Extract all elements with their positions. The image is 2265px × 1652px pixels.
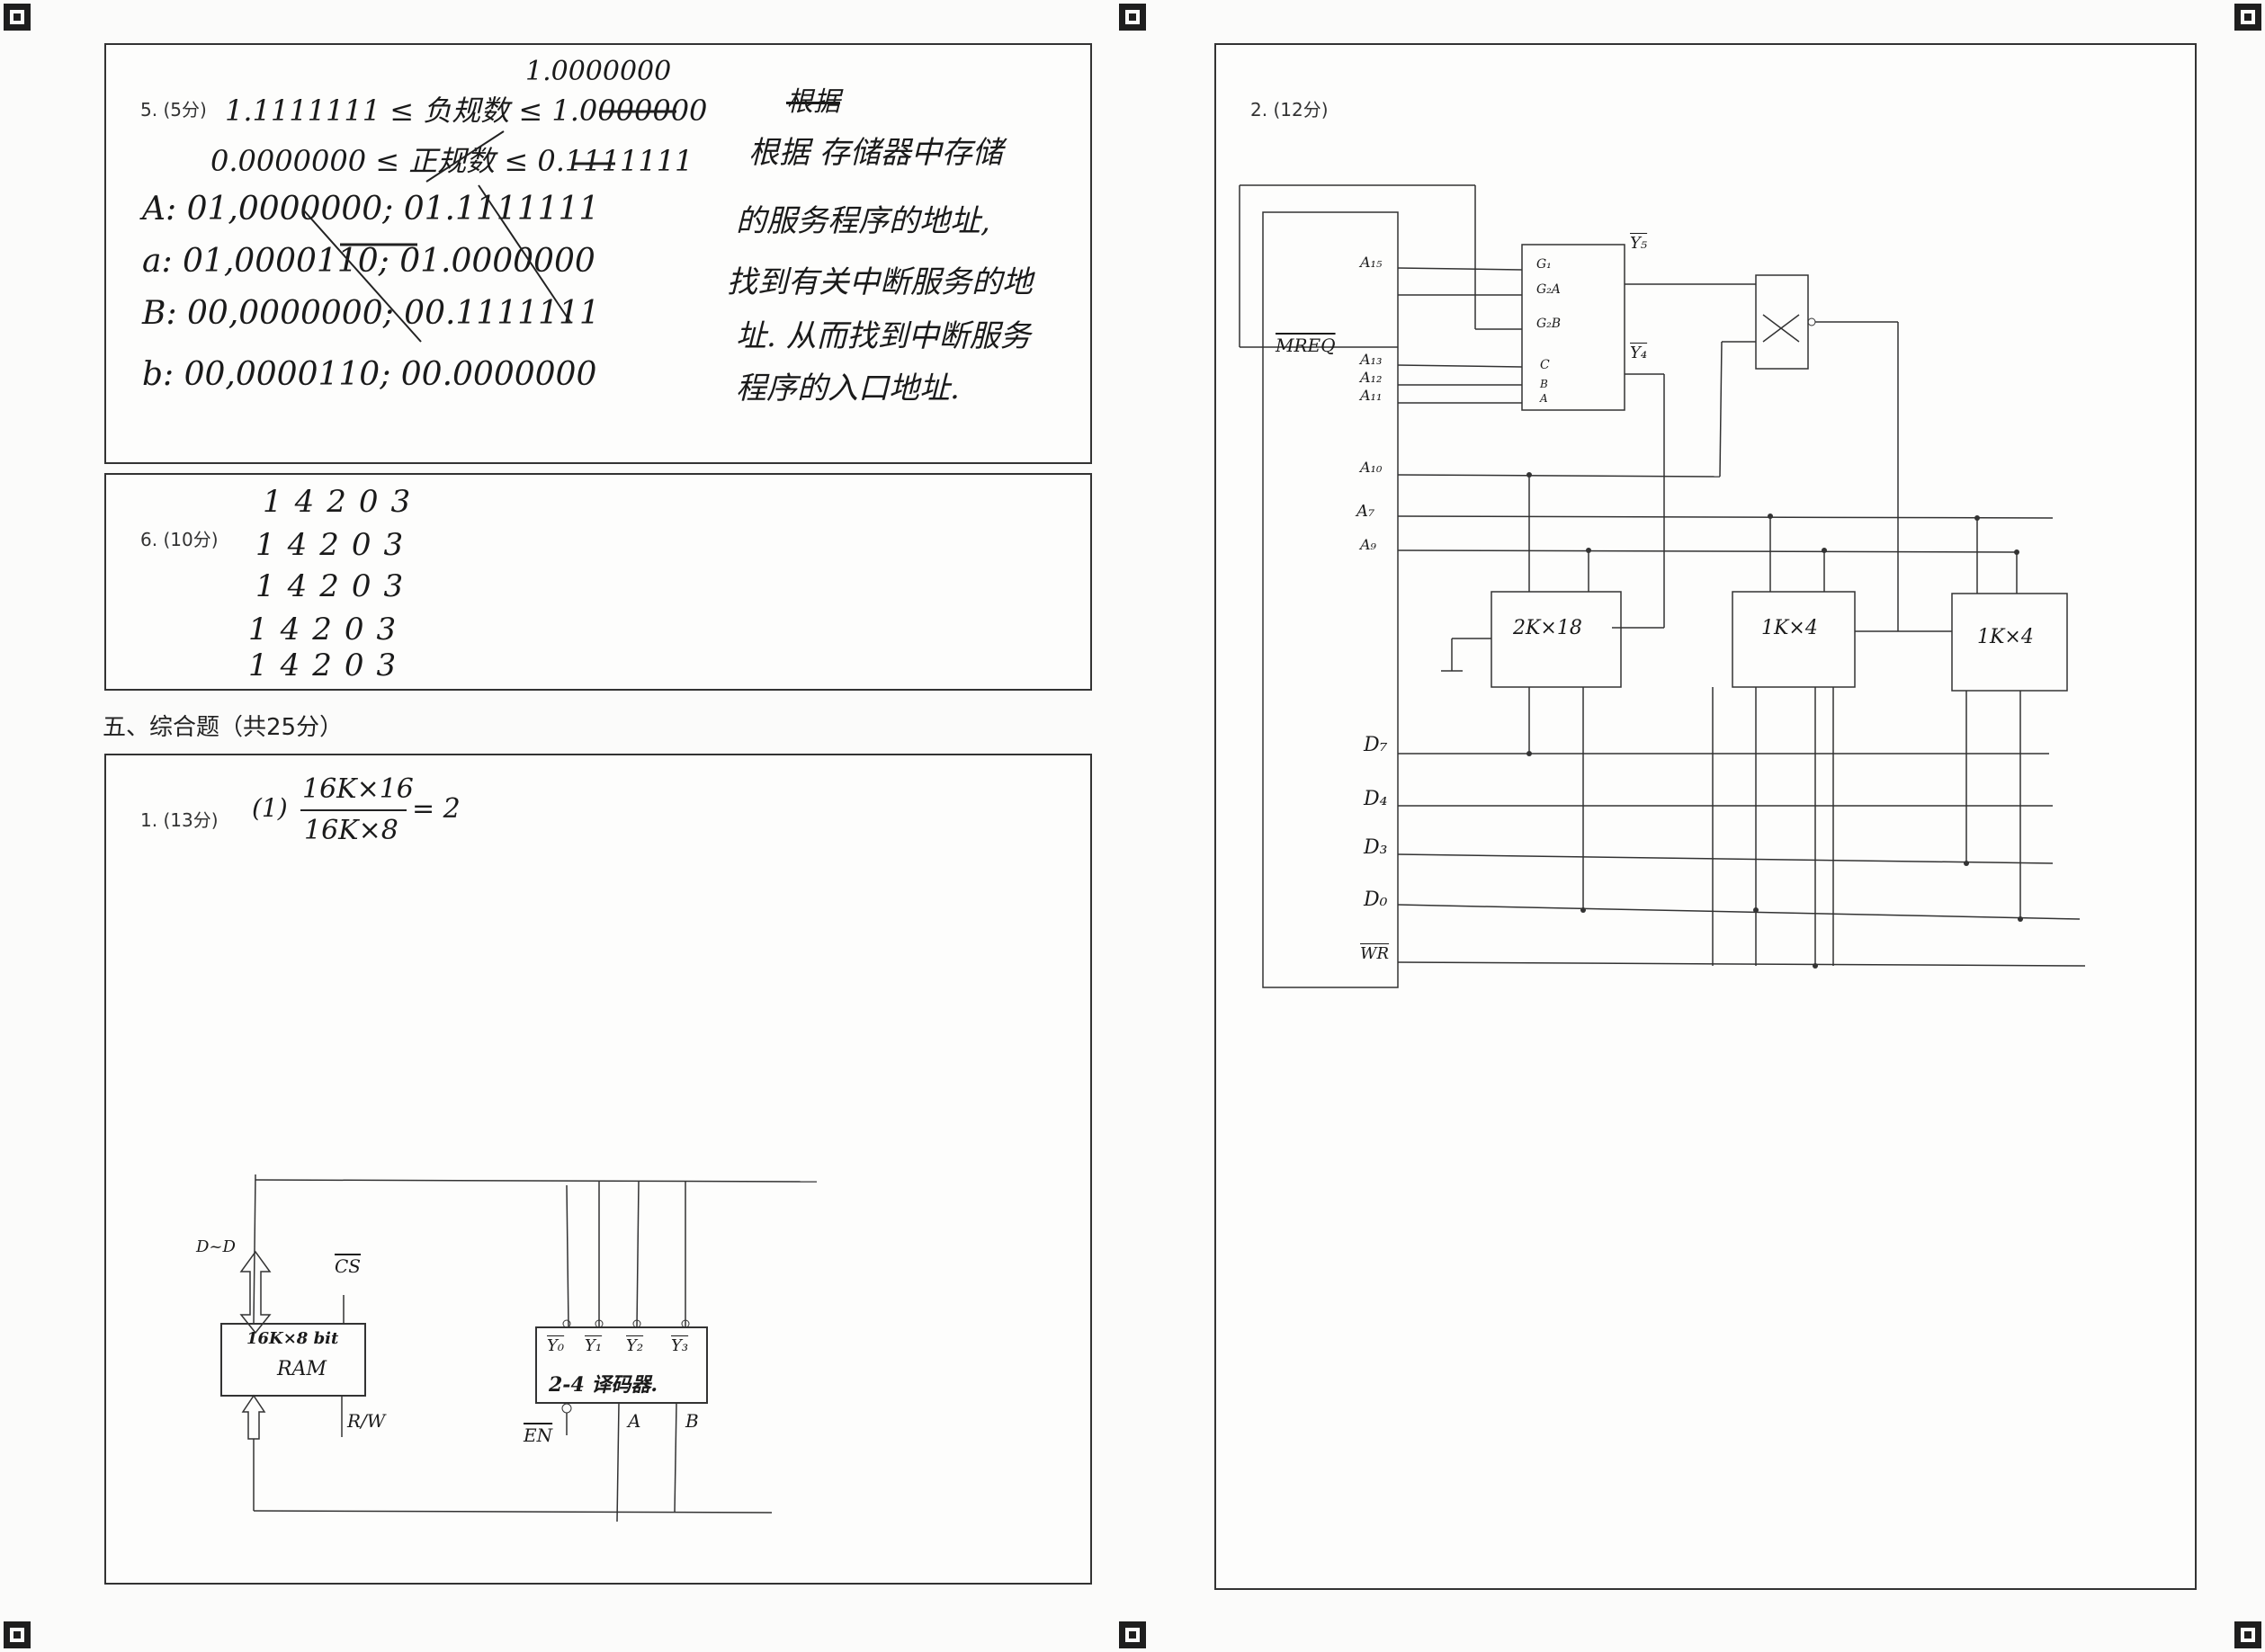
q2-pin-a7: A₇ (1356, 502, 1375, 521)
q2-pin-d0: D₀ (1364, 889, 1388, 911)
q1-decoder-label: 2-4 译码器. (549, 1373, 658, 1397)
question-label-q5: 5. (5分) (140, 99, 207, 121)
q2-chip3-label: 1K×4 (1977, 626, 2034, 648)
question-label-q1: 1. (13分) (140, 809, 219, 831)
registration-marker-top-center (1119, 4, 1146, 31)
registration-marker-bottom-right (2234, 1621, 2261, 1648)
registration-marker-bottom-left (4, 1621, 31, 1648)
answer-box-q1: 1. (13分) (1) 16K×16 16K×8 = 2 D~D (104, 754, 1092, 1585)
q2-y5-label: Y₅ (1630, 234, 1648, 253)
q6-row-5: 14203 (248, 647, 409, 683)
q1-d-bus-label: D~D (196, 1237, 236, 1256)
q2-chip1-label: 2K×18 (1513, 617, 1582, 639)
q1-a-label: A (628, 1410, 641, 1432)
q6-row-2: 14203 (255, 527, 416, 563)
q1-formula-denominator: 16K×8 (304, 815, 398, 846)
q1-b-label: B (685, 1410, 699, 1432)
q2-dec-pin-g2b: G₂B (1536, 317, 1562, 331)
q2-circuit-diagram (1239, 184, 2086, 988)
q5-line-6: b: 00,0000110; 00.0000000 (142, 356, 597, 393)
q1-ram-label-1: 16K×8 bit (246, 1329, 339, 1348)
registration-marker-bottom-center (1119, 1621, 1146, 1648)
q5-strike-word: 根据 (786, 86, 840, 118)
q2-pin-a15: A₁₅ (1360, 254, 1383, 271)
q2-mreq-label: MREQ (1276, 335, 1336, 356)
q2-pin-a12: A₁₂ (1360, 369, 1383, 386)
q1-cs-label: CS (335, 1255, 362, 1277)
q2-pin-wr: WR (1360, 944, 1390, 963)
answer-box-q2: 2. (12分) (1214, 43, 2197, 1590)
q2-pin-a13: A₁₃ (1360, 351, 1383, 368)
q5-right-line-4: 址. 从而找到中断服务 (736, 318, 1031, 354)
q5-right-line-3: 找到有关中断服务的地 (727, 264, 1033, 300)
q5-line-2: 0.0000000 ≤ 正规数 ≤ 0.1111111 (210, 144, 694, 178)
q1-en-label: EN (524, 1424, 553, 1446)
q2-pin-a11: A₁₁ (1360, 387, 1383, 404)
q1-y0-label: Y₀ (547, 1336, 565, 1355)
q2-pin-d4: D₄ (1364, 788, 1388, 810)
q2-pin-a10: A₁₀ (1360, 459, 1383, 476)
q2-pin-d7: D₇ (1364, 734, 1388, 756)
q2-pin-a9: A₉ (1360, 536, 1376, 553)
q5-right-line-2: 的服务程序的地址, (736, 203, 990, 239)
q2-pin-d3: D₃ (1364, 836, 1388, 859)
q1-fraction-bar (300, 809, 407, 811)
q2-chip2-label: 1K×4 (1761, 617, 1818, 639)
q5-right-line-1: 根据 存储器中存储 (748, 135, 1003, 171)
q2-dec-pin-b: B (1540, 378, 1548, 390)
q5-line-4: a: 01,0000110; 01.0000000 (142, 243, 595, 280)
registration-marker-top-left (4, 4, 31, 31)
q1-formula-numerator: 16K×16 (302, 773, 414, 805)
q5-line-1: 1.1111111 ≤ 负规数 ≤ 1.0000000 (225, 94, 708, 128)
registration-marker-top-right (2234, 4, 2261, 31)
q2-dec-pin-c: C (1540, 358, 1550, 372)
answer-box-q5: 5. (5分) 1.0000000 1.1111111 ≤ 负规数 ≤ 1.00… (104, 43, 1092, 464)
question-label-q2: 2. (12分) (1250, 99, 1329, 121)
q2-dec-pin-g1: G₁ (1536, 257, 1552, 272)
q1-y2-label: Y₂ (626, 1336, 644, 1355)
q1-rw-label: R/W (347, 1410, 386, 1432)
q2-dec-pin-a: A (1540, 392, 1548, 405)
q6-row-4: 14203 (248, 612, 409, 647)
section-title-5: 五、综合题（共25分） (103, 714, 344, 741)
q5-line-3: A: 01,0000000; 01.1111111 (142, 191, 600, 228)
q1-formula-result: = 2 (412, 793, 461, 825)
q5-top-note: 1.0000000 (525, 56, 672, 87)
q2-y4-label: Y₄ (1630, 344, 1648, 362)
q1-circuit-diagram (220, 1174, 818, 1523)
answer-box-q6: 6. (10分) 14203 14203 14203 14203 14203 (104, 473, 1092, 691)
q1-y1-label: Y₁ (585, 1336, 603, 1355)
q1-ram-label-2: RAM (277, 1358, 327, 1380)
q6-row-1: 14203 (263, 484, 424, 520)
q1-formula-prefix: (1) (252, 793, 288, 823)
q2-dec-pin-g2a: G₂A (1536, 282, 1561, 297)
q5-line-5: B: 00,0000000; 00.1111111 (142, 295, 600, 332)
q6-row-3: 14203 (255, 568, 416, 604)
q1-y3-label: Y₃ (671, 1336, 689, 1355)
q5-right-line-5: 程序的入口地址. (736, 371, 960, 406)
question-label-q6: 6. (10分) (140, 529, 219, 550)
